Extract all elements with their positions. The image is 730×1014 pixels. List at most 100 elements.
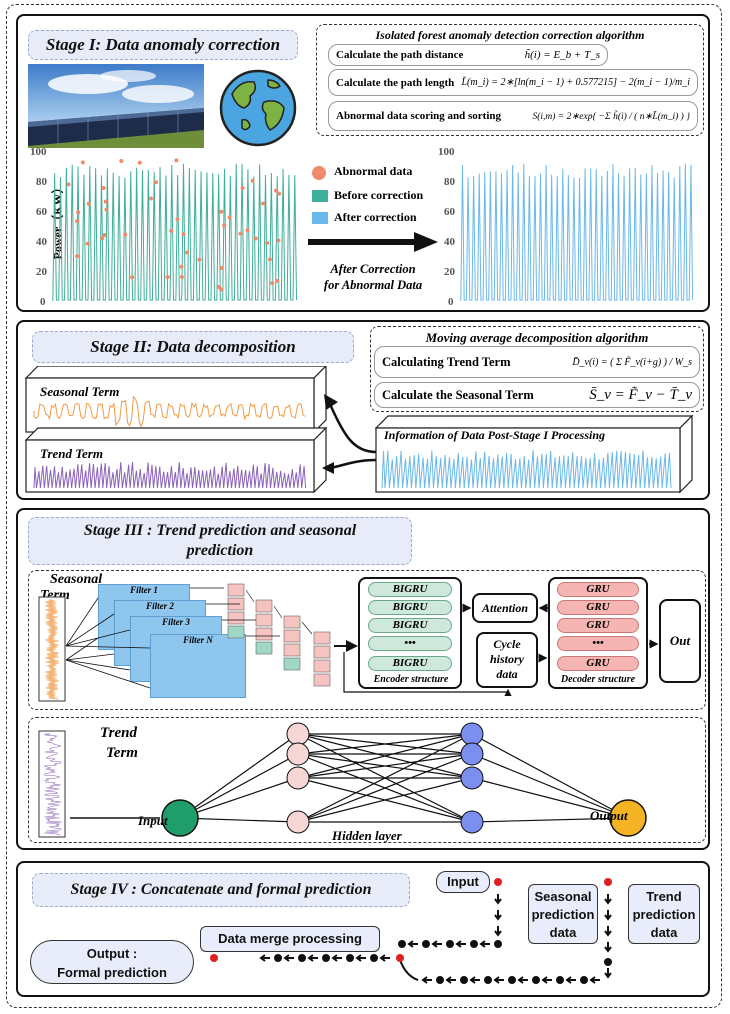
abnormal-point xyxy=(149,196,154,201)
abnormal-point xyxy=(165,275,170,280)
abnormal-point xyxy=(197,257,202,262)
flow-dot xyxy=(494,878,502,886)
cycle-history-block: Cycle history data xyxy=(476,632,538,688)
flow-curve xyxy=(399,959,419,981)
flow-dot xyxy=(322,954,330,962)
nn-hidden-label: Hidden layer xyxy=(332,828,402,843)
abnormal-point xyxy=(75,219,80,224)
y-cell xyxy=(255,641,273,655)
y-tick: 40 xyxy=(36,236,47,248)
abnormal-point xyxy=(261,201,266,206)
y-cell xyxy=(227,583,245,597)
seasonal-term-label-1: Seasonal xyxy=(50,572,103,587)
cycle-line-2: history xyxy=(489,652,524,666)
edge xyxy=(179,753,299,819)
seasonal-wave xyxy=(33,395,306,428)
y-cell xyxy=(255,613,273,627)
flow-dot xyxy=(436,976,444,984)
abnormal-point xyxy=(250,178,255,183)
abnormal-point xyxy=(238,231,243,236)
abnormal-point xyxy=(267,257,272,262)
y-cell xyxy=(313,673,331,687)
strip-wave xyxy=(45,599,59,700)
y-tick: 60 xyxy=(36,206,47,218)
seasonal-pred-line3: data xyxy=(549,925,577,940)
flow-arrow xyxy=(604,894,612,905)
abnormal-point xyxy=(276,238,281,243)
encoder-bigru-3: BIGRU xyxy=(368,618,452,633)
flow-dot xyxy=(470,940,478,948)
trend-wave xyxy=(33,462,307,489)
y-cell xyxy=(283,643,301,657)
abnormal-point xyxy=(123,232,128,237)
abnormal-point xyxy=(174,158,179,163)
abnormal-point xyxy=(66,182,71,187)
nn-input-label: Input xyxy=(138,813,168,828)
flow-arrow xyxy=(307,954,318,962)
trend-pred-line3: data xyxy=(650,925,678,940)
flow-arrow xyxy=(379,954,390,962)
abnormal-point xyxy=(273,188,278,193)
conv-line xyxy=(65,659,151,689)
edge xyxy=(179,817,299,823)
encoder-bigru-2: BIGRU xyxy=(368,600,452,615)
info-box-side xyxy=(679,414,693,494)
nn-output-label: Output xyxy=(590,808,628,823)
conv-line xyxy=(65,597,99,647)
decoder-gru-2: GRU xyxy=(557,600,639,615)
decoder-gru-1: GRU xyxy=(557,582,639,597)
y-tick: 0 xyxy=(40,296,46,308)
legend-abnormal-label: Abnormal data xyxy=(334,164,413,178)
flow-arrow xyxy=(493,976,504,984)
y-tick: 80 xyxy=(444,176,455,188)
y-cell xyxy=(313,645,331,659)
flow-arrow xyxy=(494,894,502,905)
edge xyxy=(471,753,629,819)
flow-arrow xyxy=(589,976,600,984)
seasonal-term-box-label: Seasonal Term xyxy=(40,384,120,399)
correction-arrow-icon xyxy=(308,232,438,252)
moving-average-title: Moving average decomposition algorithm xyxy=(380,330,694,346)
edge xyxy=(179,733,299,819)
abnormal-point xyxy=(179,264,184,269)
path-length-label: Calculate the path length xyxy=(336,76,455,89)
abnormal-point xyxy=(86,201,91,206)
abnormal-point xyxy=(80,160,85,165)
filter-3-label: Filter 3 xyxy=(162,617,190,627)
info-box-label: Information of Data Post-Stage I Process… xyxy=(384,428,606,442)
y-tick: 20 xyxy=(36,266,47,278)
out-block: Out xyxy=(659,599,701,683)
flow-arrow xyxy=(494,926,502,937)
abnormal-point xyxy=(219,209,224,214)
y-cell xyxy=(283,629,301,643)
flow-arrow xyxy=(259,954,270,962)
abnormal-point xyxy=(175,217,180,222)
edge xyxy=(297,733,473,823)
flow-arrow xyxy=(541,976,552,984)
flow-arrow xyxy=(455,940,466,948)
flow-dot xyxy=(484,976,492,984)
strip-frame xyxy=(38,730,66,838)
output-node xyxy=(609,799,647,837)
edge xyxy=(297,733,473,779)
seasonal-pred-line1: Seasonal xyxy=(534,889,592,904)
flow-dot xyxy=(460,976,468,984)
abnormal-point xyxy=(85,241,90,246)
power-series-line xyxy=(460,163,694,301)
hidden-node xyxy=(286,722,310,746)
edge xyxy=(471,733,629,819)
filter-n: Filter N xyxy=(150,634,246,698)
seasonal-box-side xyxy=(313,366,327,434)
flow-dot xyxy=(604,958,612,966)
arrow-to-trend xyxy=(329,458,377,470)
flow-arrow xyxy=(565,976,576,984)
abnormal-point xyxy=(154,180,159,185)
seasonal-box-top xyxy=(24,366,327,379)
arrow-head-seasonal xyxy=(324,394,338,410)
trend-prediction-area xyxy=(28,717,706,843)
output-callout: Output : Formal prediction xyxy=(30,940,194,984)
flow-dot xyxy=(446,940,454,948)
hidden-node xyxy=(460,722,484,746)
filter-n-label: Filter N xyxy=(183,635,213,645)
hidden-node xyxy=(286,766,310,790)
